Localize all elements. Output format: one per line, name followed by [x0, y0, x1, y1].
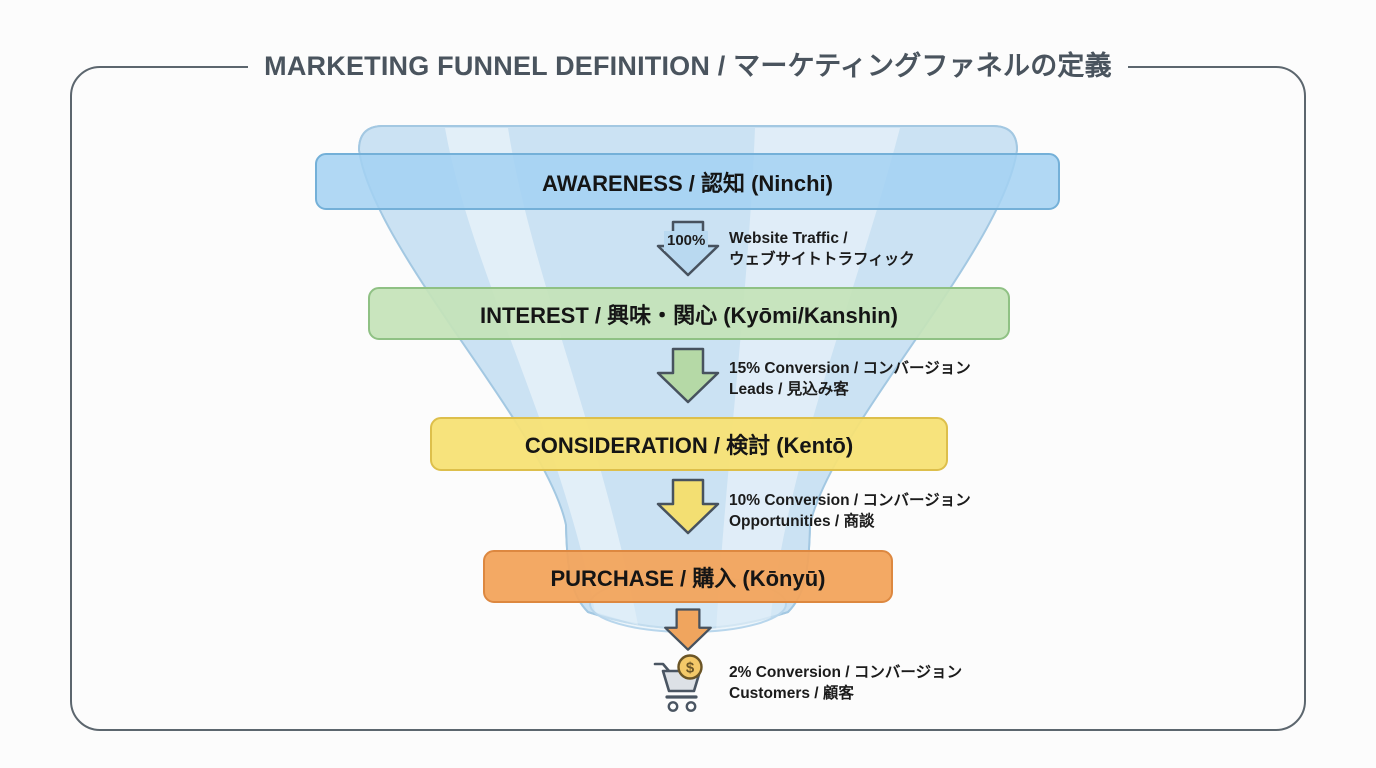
annotation-line2: Leads / 見込み客: [729, 381, 849, 398]
annotation-line1: 10% Conversion / コンバージョン: [729, 492, 971, 509]
funnel-highlight-left: [445, 128, 638, 625]
annotation-line2: Opportunities / 商談: [729, 513, 875, 530]
arrow-percentage-label: 100%: [664, 231, 709, 251]
down-arrow-icon: [656, 347, 720, 404]
transition-annotation-awareness: Website Traffic / ウェブサイトトラフィック: [729, 228, 915, 270]
page-title: MARKETING FUNNEL DEFINITION / マーケティングファネ…: [248, 50, 1128, 82]
transition-annotation-consideration: 10% Conversion / コンバージョン Opportunities /…: [729, 490, 971, 532]
transition-annotation-purchase: 2% Conversion / コンバージョン Customers / 顧客: [729, 662, 962, 704]
annotation-line1: 2% Conversion / コンバージョン: [729, 664, 963, 681]
svg-text:$: $: [686, 660, 695, 677]
annotation-line1: Website Traffic /: [729, 230, 848, 247]
stage-purchase-label: PURCHASE / 購入 (Kōnyū): [550, 565, 826, 591]
down-arrow-icon: [656, 478, 720, 535]
annotation-line1: 15% Conversion / コンバージョン: [729, 360, 971, 377]
shopping-cart-coin-icon: $: [653, 654, 703, 712]
annotation-line2: ウェブサイトトラフィック: [729, 251, 915, 268]
stage-interest-label: INTEREST / 興味・関心 (Kyōmi/Kanshin): [479, 302, 899, 328]
stage-purchase: PURCHASE / 購入 (Kōnyū): [483, 550, 893, 603]
stage-consideration-label: CONSIDERATION / 検討 (Kentō): [524, 433, 854, 458]
page-title-wrap: MARKETING FUNNEL DEFINITION / マーケティングファネ…: [0, 50, 1376, 82]
stage-awareness: AWARENESS / 認知 (Ninchi): [315, 153, 1060, 210]
stage-interest: INTEREST / 興味・関心 (Kyōmi/Kanshin): [368, 287, 1010, 340]
annotation-line2: Customers / 顧客: [729, 685, 854, 702]
funnel-highlight-right: [716, 128, 900, 632]
down-arrow-icon: [664, 608, 712, 651]
stage-consideration: CONSIDERATION / 検討 (Kentō): [430, 417, 948, 471]
transition-annotation-interest: 15% Conversion / コンバージョン Leads / 見込み客: [729, 358, 971, 400]
stage-awareness-label: AWARENESS / 認知 (Ninchi): [542, 170, 833, 196]
